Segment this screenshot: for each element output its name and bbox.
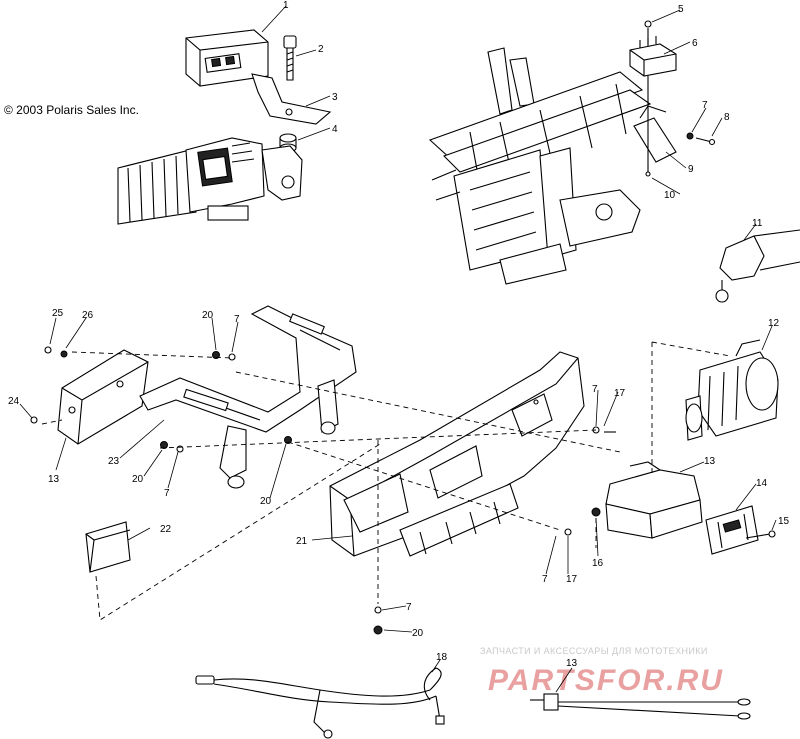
callout-23: 23	[108, 456, 120, 467]
fairlead-plate	[705, 505, 776, 555]
accessory-light	[85, 521, 131, 573]
license-plate-bracket	[30, 346, 149, 445]
callout-14: 14	[756, 478, 768, 489]
leader-lines	[19, 5, 777, 693]
callout-21: 21	[296, 536, 308, 547]
callout-17-bottom: 17	[566, 574, 578, 585]
callout-12: 12	[768, 318, 780, 329]
callout-7-right: 7	[592, 384, 598, 395]
callout-18: 18	[436, 652, 448, 663]
winch-motor	[685, 339, 779, 441]
callout-7-bottom: 7	[542, 574, 548, 585]
callout-13-plate: 13	[48, 474, 60, 485]
callout-7-top: 7	[234, 314, 240, 325]
callout-20-mid: 20	[260, 496, 272, 507]
atv-frame	[428, 47, 652, 285]
callout-20-under: 20	[412, 628, 424, 639]
winch-mount-hardware	[564, 426, 616, 536]
winch-relay	[629, 20, 677, 77]
callout-4: 4	[332, 124, 338, 135]
callout-1: 1	[283, 0, 289, 11]
handlebar-assembly	[117, 137, 303, 225]
bumper-mount-frame	[139, 305, 357, 489]
watermark-tagline: ЗАПЧАСТИ И АКСЕССУАРЫ ДЛЯ МОТОТЕХНИКИ	[480, 646, 708, 656]
callout-3: 3	[332, 92, 338, 103]
callout-11: 11	[752, 218, 763, 229]
watermark-logo: PARTSFOR.RU	[488, 664, 724, 697]
callout-16: 16	[592, 558, 604, 569]
callout-6: 6	[692, 38, 698, 49]
callout-26: 26	[82, 310, 94, 321]
callout-13-harness: 13	[566, 658, 578, 669]
winch-mount-cover	[605, 461, 703, 539]
mounting-screw	[283, 35, 297, 81]
callout-7-left: 7	[164, 488, 170, 499]
callout-9: 9	[688, 164, 694, 175]
callout-10: 10	[664, 190, 676, 201]
copyright-text: © 2003 Polaris Sales Inc.	[4, 103, 139, 117]
callout-24: 24	[8, 396, 20, 407]
callout-25: 25	[52, 308, 64, 319]
callout-7-relay: 7	[702, 100, 708, 111]
callout-20-left: 20	[132, 474, 144, 485]
callout-labels: 1 2 3 4 5 6 7 8 9 10 11 12 13 14 15 16 1…	[8, 0, 790, 669]
front-bumper	[329, 351, 585, 557]
relay-harness	[530, 693, 751, 720]
callout-8: 8	[724, 112, 730, 123]
callout-2: 2	[318, 44, 324, 55]
relay-bracket	[633, 76, 716, 177]
assembly-lines	[41, 341, 731, 621]
callout-5: 5	[678, 4, 684, 15]
winch-switch-housing	[185, 29, 269, 87]
callout-17-top: 17	[614, 388, 626, 399]
switch-bracket	[251, 73, 332, 125]
winch-hook	[715, 229, 800, 303]
wiring-harness	[195, 667, 445, 739]
callout-13-cover: 13	[704, 456, 716, 467]
callout-20-top: 20	[202, 310, 214, 321]
callout-15: 15	[778, 516, 790, 527]
callout-7-under: 7	[406, 602, 412, 613]
bumper-hardware	[373, 606, 383, 635]
callout-22: 22	[160, 524, 172, 535]
